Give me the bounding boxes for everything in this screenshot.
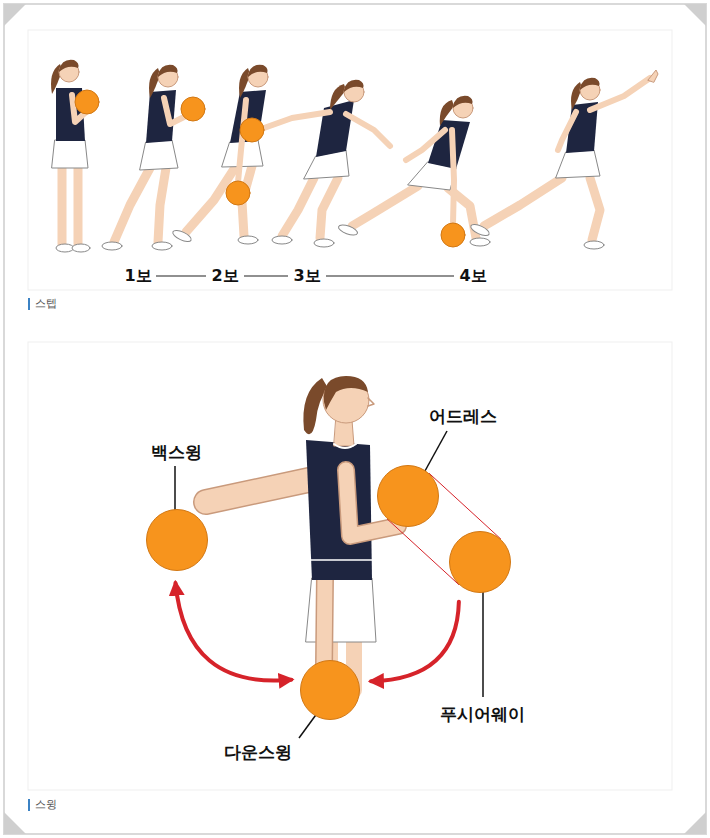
swing-figure xyxy=(206,376,398,690)
swing-phase-label: 어드레스 xyxy=(426,406,500,426)
swing-arrow xyxy=(175,583,291,681)
bowling-ball: 다운스윙 xyxy=(300,660,360,720)
figure-6 xyxy=(469,70,658,249)
swing-phase-label: 다운스윙 xyxy=(221,742,295,762)
leader-lines xyxy=(175,431,483,738)
step-label: 3보 xyxy=(290,266,323,285)
frame xyxy=(4,4,706,834)
swing-phase-label: 푸시어웨이 xyxy=(437,704,528,724)
step-label: 4보 xyxy=(456,266,489,285)
bowling-ball: 백스윙 xyxy=(146,509,208,571)
panel-caption: 스텝 xyxy=(35,297,57,310)
figure-1 xyxy=(51,60,99,252)
swing-arrow xyxy=(371,602,459,682)
step-figures xyxy=(51,60,658,252)
bowling-ball: 어드레스 xyxy=(377,465,439,527)
step-label: 2보 xyxy=(208,266,241,285)
figure-3 xyxy=(171,65,268,244)
step-label: 1보 xyxy=(121,266,154,285)
figure-5 xyxy=(337,96,490,247)
bowling-ball: 푸시어웨이 xyxy=(449,531,511,593)
panel-caption: 스윙 xyxy=(35,798,57,811)
swing-phase-label: 백스윙 xyxy=(148,442,205,462)
